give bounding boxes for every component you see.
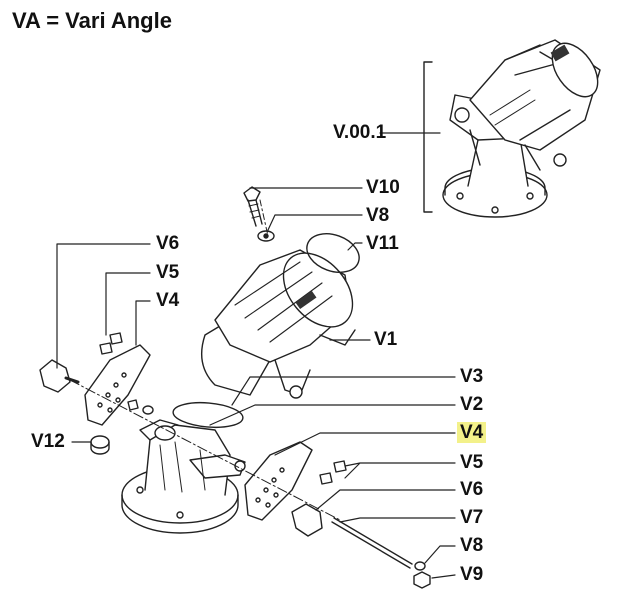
assembled-unit-drawing	[442, 39, 601, 218]
label-v9: V9	[460, 564, 484, 585]
label-v5-left: V5	[156, 262, 180, 283]
label-v6-right: V6	[460, 479, 484, 500]
label-v8-top: V8	[366, 205, 390, 226]
washer-v8-bottom	[414, 561, 426, 571]
label-v001: V.00.1	[333, 122, 387, 143]
knob-v6-right	[291, 503, 323, 537]
label-v11: V11	[366, 233, 399, 254]
lower-base-v3	[121, 419, 246, 534]
rod-v7	[331, 517, 413, 569]
highlight-mark: V4	[457, 422, 487, 443]
assembly-bracket	[423, 61, 433, 213]
cap-v12	[90, 435, 110, 449]
nut-v9	[413, 571, 431, 589]
diagram-title: VA = Vari Angle	[12, 8, 172, 33]
label-v3: V3	[460, 366, 484, 387]
gasket-v11	[306, 233, 360, 273]
label-v2: V2	[460, 394, 484, 415]
bolt-v10	[243, 186, 263, 227]
label-v1: V1	[374, 329, 398, 350]
leader-lines	[56, 132, 456, 579]
bracket-v4-left	[84, 344, 151, 426]
bracket-v4-right	[244, 441, 313, 521]
label-v6-left: V6	[156, 233, 180, 254]
label-v4-right-highlighted: V4	[457, 422, 487, 444]
label-v4-left: V4	[156, 290, 180, 311]
screws-v5-right	[319, 460, 347, 485]
knob-v6-left	[39, 359, 80, 393]
label-v12: V12	[31, 431, 65, 452]
label-v10: V10	[366, 177, 400, 198]
upper-housing-v1	[201, 249, 356, 399]
label-v8-bottom: V8	[460, 535, 484, 556]
screws-v5-left	[99, 332, 123, 355]
label-v7: V7	[460, 507, 484, 528]
label-v5-right: V5	[460, 452, 484, 473]
o-ring-v2	[172, 401, 244, 429]
